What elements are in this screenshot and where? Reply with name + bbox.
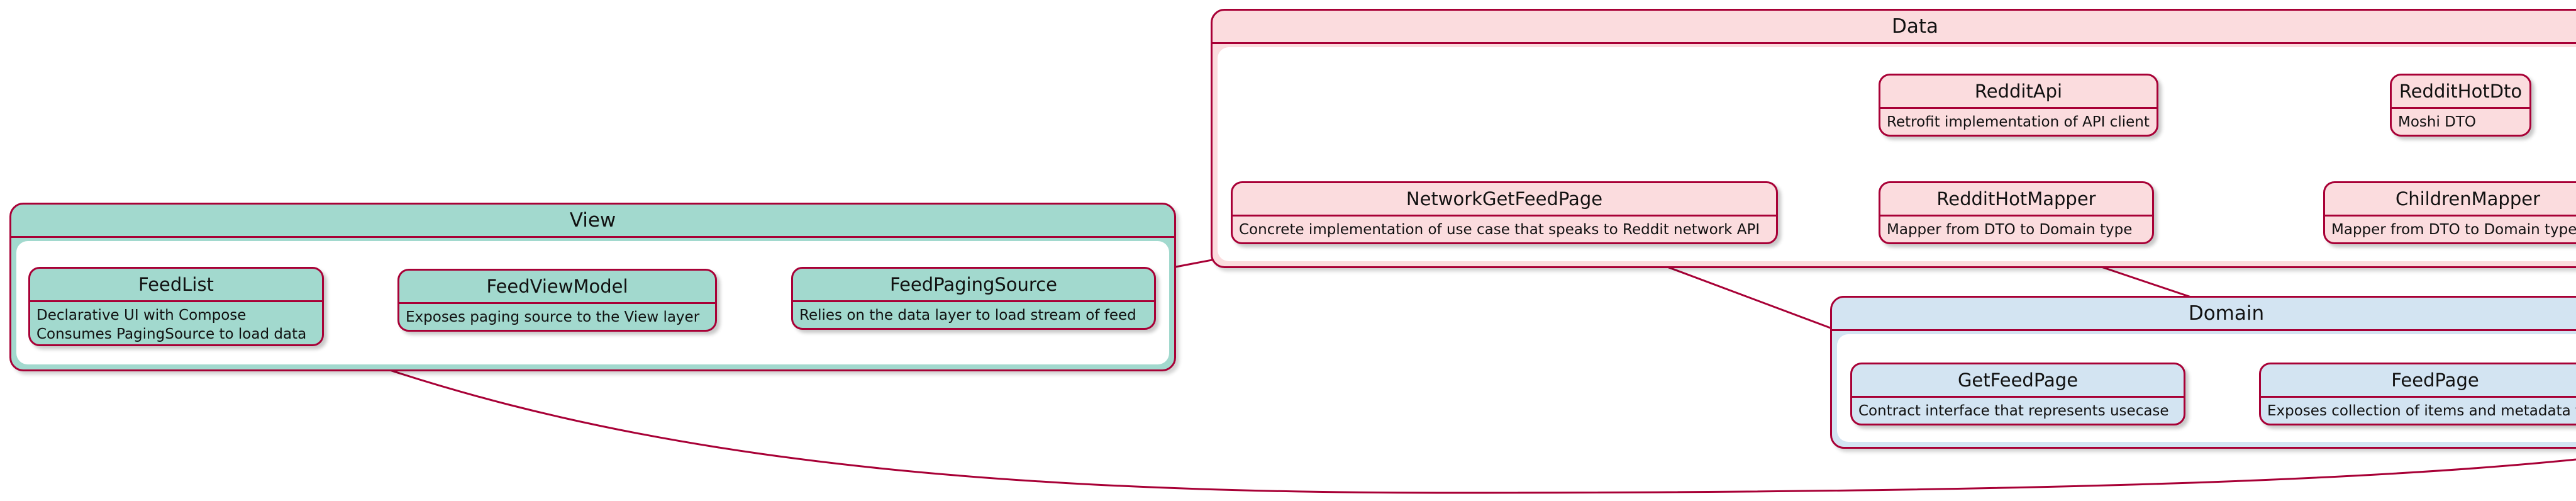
node-getfeedpage[interactable]: GetFeedPage Contract interface that repr… [1850,363,2185,425]
node-feedpagingsource-desc: Relies on the data layer to load stream … [793,302,1154,328]
node-reddithotdto-desc-line: Moshi DTO [2398,114,2477,130]
package-data-title: Data [1213,11,2576,44]
node-feedlist-title: FeedList [30,269,322,302]
node-feedviewmodel[interactable]: FeedViewModel Exposes paging source to t… [397,269,717,332]
node-networkgetfeedpage-title: NetworkGetFeedPage [1233,183,1776,217]
node-feedpagingsource-desc-line: Relies on the data layer to load stream … [799,307,1136,324]
node-feedviewmodel-desc-line: Exposes paging source to the View layer [406,309,700,325]
node-reddithotmapper-title: RedditHotMapper [1880,183,2152,217]
node-redditapi-desc: Retrofit implementation of API client [1880,109,2157,135]
node-reddithotdto-title: RedditHotDto [2392,76,2529,109]
node-feedpagingsource-title: FeedPagingSource [793,269,1154,302]
node-feedlist-desc-line: Consumes PagingSource to load data [36,326,307,342]
package-domain-title: Domain [1832,298,2576,331]
node-networkgetfeedpage[interactable]: NetworkGetFeedPage Concrete implementati… [1231,181,1778,244]
node-redditapi[interactable]: RedditApi Retrofit implementation of API… [1879,74,2158,137]
node-getfeedpage-title: GetFeedPage [1852,364,2184,398]
node-childrenmapper[interactable]: ChildrenMapper Mapper from DTO to Domain… [2323,181,2576,244]
node-getfeedpage-desc: Contract interface that represents useca… [1852,398,2184,424]
node-reddithotmapper-desc-line: Mapper from DTO to Domain type [1887,222,2133,238]
node-redditapi-title: RedditApi [1880,76,2157,109]
node-feedpagingsource[interactable]: FeedPagingSource Relies on the data laye… [791,267,1156,330]
node-feedpage-desc: Exposes collection of items and metadata… [2261,398,2576,424]
node-feedpage-title: FeedPage [2261,364,2576,398]
node-childrenmapper-desc: Mapper from DTO to Domain type [2325,217,2576,242]
node-reddithotdto-desc: Moshi DTO [2392,109,2529,135]
node-networkgetfeedpage-desc: Concrete implementation of use case that… [1233,217,1776,242]
edge-feedlist-feedpage [295,335,2576,494]
node-feedlist[interactable]: FeedList Declarative UI with Compose Con… [28,267,324,346]
node-feedviewmodel-title: FeedViewModel [399,271,715,304]
node-feedpage[interactable]: FeedPage Exposes collection of items and… [2259,363,2576,425]
node-feedlist-desc-line: Declarative UI with Compose [36,307,247,324]
node-reddithotmapper-desc: Mapper from DTO to Domain type [1880,217,2152,242]
node-childrenmapper-title: ChildrenMapper [2325,183,2576,217]
node-networkgetfeedpage-desc-line: Concrete implementation of use case that… [1239,222,1760,238]
node-feedpage-desc-line: Exposes collection of items and metadata… [2267,403,2576,419]
package-view-title: View [11,205,1174,238]
node-reddithotmapper[interactable]: RedditHotMapper Mapper from DTO to Domai… [1879,181,2154,244]
node-feedlist-desc: Declarative UI with Compose Consumes Pag… [30,302,322,344]
node-reddithotdto[interactable]: RedditHotDto Moshi DTO [2390,74,2531,137]
node-feedviewmodel-desc: Exposes paging source to the View layer [399,304,715,330]
node-getfeedpage-desc-line: Contract interface that represents useca… [1858,403,2169,419]
node-childrenmapper-desc-line: Mapper from DTO to Domain type [2331,222,2576,238]
node-redditapi-desc-line: Retrofit implementation of API client [1887,114,2150,130]
